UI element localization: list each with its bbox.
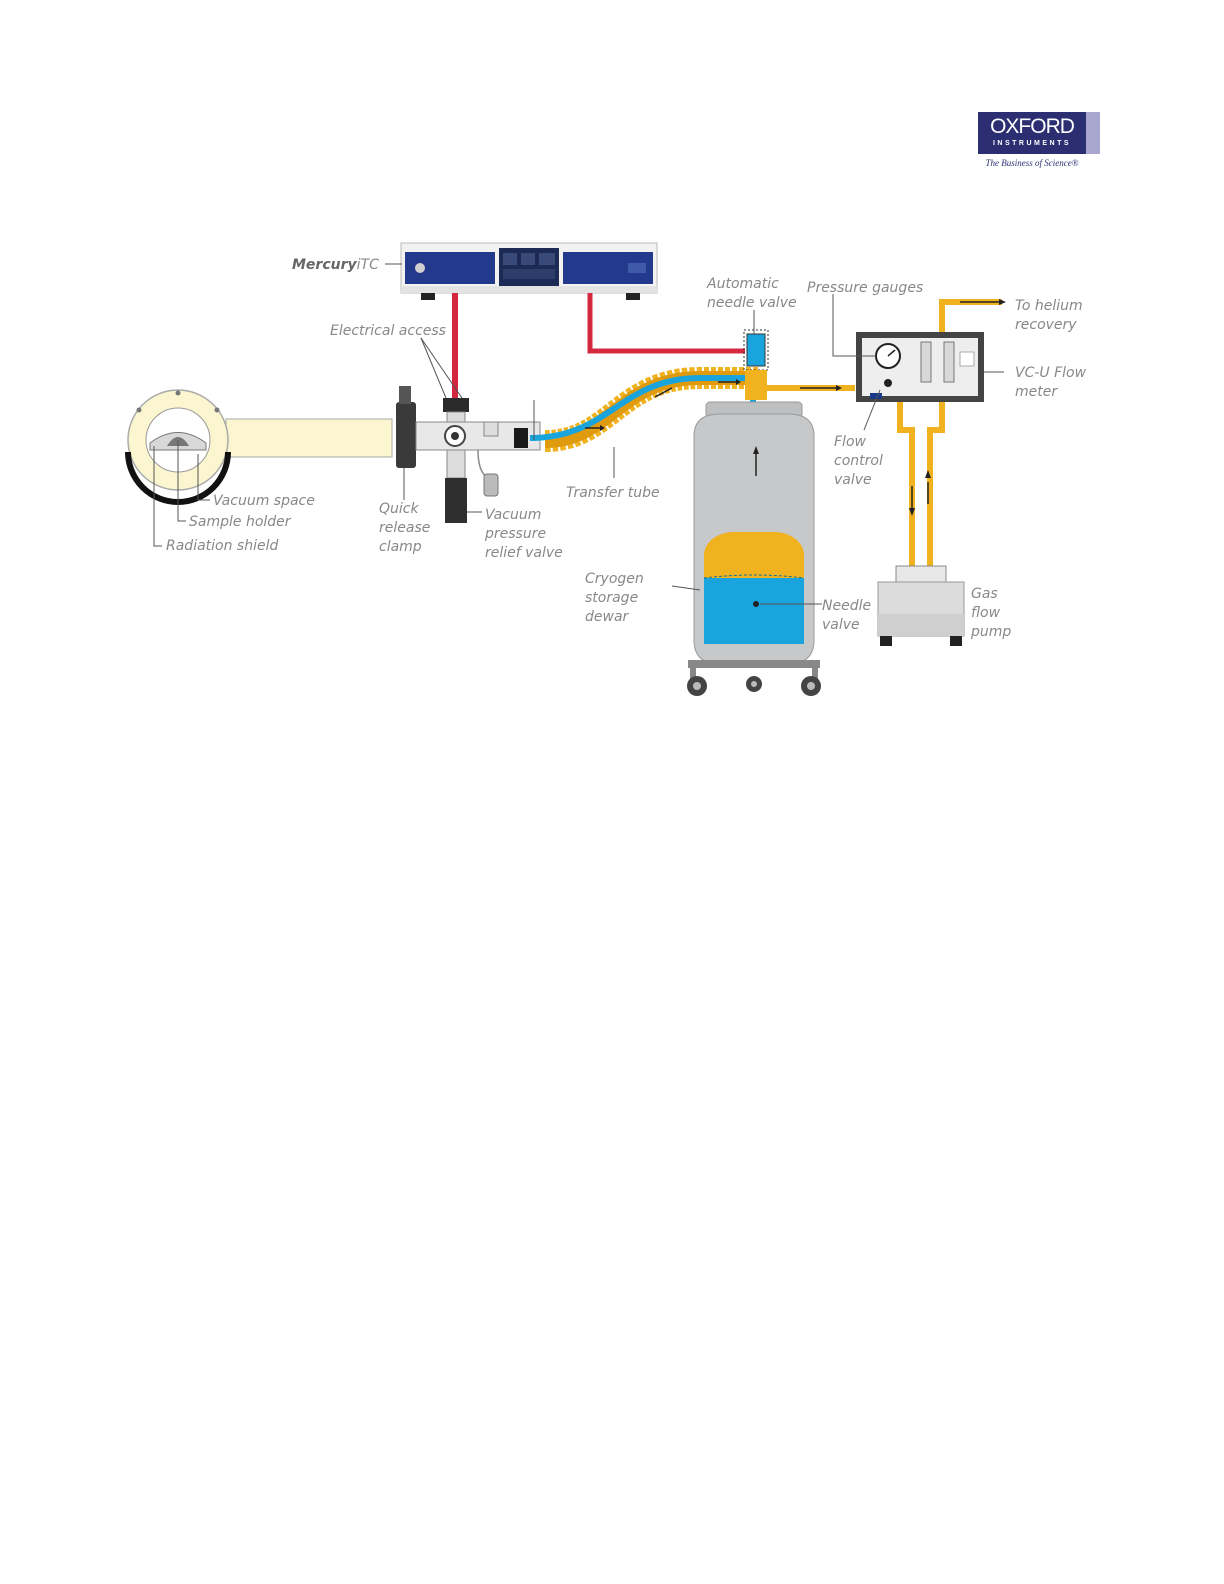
label-gas-flow-pump-2: flow (971, 605, 1001, 621)
label-vacuum-pressure-relief-valve-1: Vacuum (485, 507, 541, 523)
quick-release-clamp (396, 386, 416, 468)
label-cryogen-storage-dewar-2: storage (585, 590, 638, 606)
label-quick-release-clamp-1: Quick (379, 501, 419, 517)
label-flow-control-valve-3: valve (834, 472, 872, 488)
label-vcu-flow-meter-2: meter (1015, 384, 1058, 400)
logo-box (978, 112, 1086, 154)
label-flow-control-valve-2: control (834, 453, 883, 469)
label-transfer-tube: Transfer tube (566, 485, 660, 501)
logo-brand: OXFORD (990, 115, 1075, 138)
label-automatic-needle-valve-2: needle valve (707, 295, 797, 311)
label-to-helium-recovery-2: recovery (1015, 317, 1077, 333)
label-quick-release-clamp-3: clamp (379, 539, 422, 555)
transfer-tube (529, 367, 760, 605)
label-needle-valve-1: Needle (822, 598, 871, 614)
label-quick-release-clamp-2: release (379, 520, 430, 536)
transfer-head (415, 398, 541, 523)
label-cryogen-storage-dewar-3: dewar (585, 609, 630, 625)
oxford-instruments-logo: OXFORD INSTRUMENTS The Business of Scien… (978, 112, 1100, 170)
gas-flow-pump (877, 565, 965, 646)
label-to-helium-recovery-1: To helium (1015, 298, 1083, 314)
cryostat (125, 389, 393, 505)
vcu-flow-meter (856, 299, 1006, 402)
mercury-itc-controller (400, 242, 658, 300)
label-sample-holder: Sample holder (189, 514, 292, 530)
automatic-needle-valve (743, 329, 769, 400)
label-electrical-access: Electrical access (330, 323, 446, 339)
labels: MercuryiTC Electrical access Automatic n… (166, 257, 1087, 640)
flow-control-knob-icon (884, 379, 892, 387)
label-gas-flow-pump-3: pump (970, 624, 1011, 640)
label-mercury-itc: MercuryiTC (292, 257, 379, 273)
power-knob-icon (415, 263, 425, 273)
label-radiation-shield: Radiation shield (166, 538, 278, 554)
label-vcu-flow-meter-1: VC-U Flow (1015, 365, 1087, 381)
logo-subtitle: INSTRUMENTS (992, 140, 1072, 147)
leader-lines (153, 263, 1004, 605)
electrical-cables (452, 293, 745, 398)
label-cryogen-storage-dewar-1: Cryogen (585, 571, 644, 587)
label-needle-valve-2: valve (822, 617, 860, 633)
gas-exhaust-line (765, 385, 855, 391)
logo-tagline: The Business of Science® (985, 158, 1079, 168)
label-vacuum-space: Vacuum space (213, 493, 315, 509)
cryogen-dewar (687, 401, 821, 696)
label-gas-flow-pump-1: Gas (971, 586, 998, 602)
label-pressure-gauges: Pressure gauges (807, 280, 923, 296)
label-automatic-needle-valve-1: Automatic (706, 276, 779, 292)
label-vacuum-pressure-relief-valve-2: pressure (484, 526, 546, 542)
pump-lines (897, 402, 945, 568)
label-flow-control-valve-1: Flow (834, 434, 867, 450)
logo-tab (1086, 112, 1100, 154)
label-vacuum-pressure-relief-valve-3: relief valve (485, 545, 563, 561)
